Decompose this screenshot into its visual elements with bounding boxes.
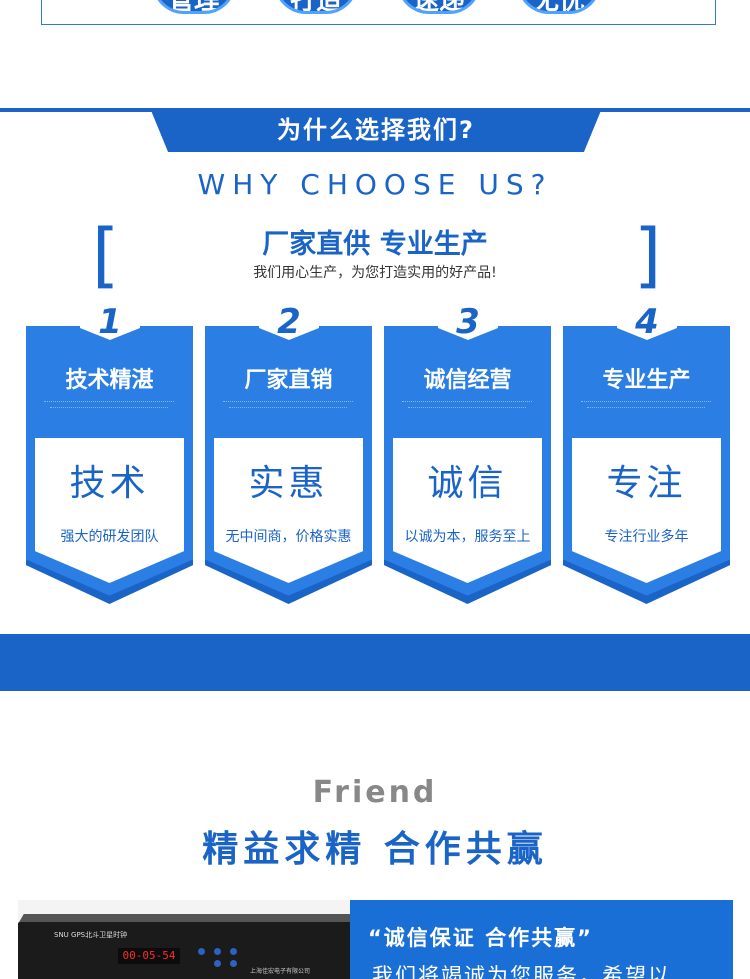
feature-card-4: 专业生产 专注 专注行业多年 [563, 326, 730, 604]
card-fine-text [402, 401, 532, 403]
card-white-panel: 诚信 以诚为本，服务至上 [393, 438, 542, 583]
card-keyword: 诚信 [427, 463, 508, 504]
card-description: 以诚为本，服务至上 [404, 529, 531, 545]
feature-pill-2: 打造 [274, 0, 358, 14]
why-title-ribbon: 为什么选择我们? [150, 108, 602, 152]
device-maker-text: 上海佳宏电子有限公司 [250, 968, 311, 975]
card-fine-text [587, 407, 705, 409]
card-keyword: 实惠 [248, 463, 329, 504]
why-title-english: WHY CHOOSE US? [197, 168, 553, 201]
feature-pill-3: 速递 [397, 0, 481, 14]
card-title: 技术精湛 [65, 368, 154, 393]
quote-title: “诚信保证 合作共赢” [368, 926, 593, 950]
card-fine-text [44, 401, 174, 403]
blue-divider-band [0, 634, 750, 691]
device-button-icon [198, 948, 205, 955]
feature-card-3: 诚信经营 诚信 以诚为本，服务至上 [384, 326, 551, 604]
card-title: 专业生产 [602, 368, 691, 393]
card-fine-text [229, 407, 347, 409]
device-button-icon [230, 960, 237, 967]
feature-pill-label: 无忧 [533, 0, 585, 11]
quote-text: 我们将竭诚为您服务，希望以 [372, 964, 671, 979]
slogan-subtext: 我们用心生产，为您打造实用的好产品! [253, 265, 497, 281]
rack-device: SNU GPS北斗卫星时钟 00-05-54 上海佳宏电子有限公司 [18, 922, 352, 979]
feature-pill-label: 打造 [290, 0, 342, 11]
top-feature-frame: 管理 打造 速递 无忧 [41, 0, 716, 25]
card-fine-text [50, 407, 168, 409]
feature-card-1: 技术精湛 技术 强大的研发团队 [26, 326, 193, 604]
friend-title-english: Friend [312, 775, 438, 810]
quote-panel: “诚信保证 合作共赢” 我们将竭诚为您服务，希望以 [350, 900, 733, 979]
card-white-panel: 技术 强大的研发团队 [35, 438, 184, 583]
card-title: 厂家直销 [244, 368, 333, 393]
device-button-icon [214, 960, 221, 967]
left-bracket: [ [92, 214, 120, 296]
card-fine-text [408, 407, 526, 409]
card-fine-text [223, 401, 353, 403]
card-keyword: 技术 [69, 463, 150, 504]
card-white-panel: 实惠 无中间商，价格实惠 [214, 438, 363, 583]
card-description: 专注行业多年 [604, 529, 689, 545]
feature-card-2: 厂家直销 实惠 无中间商，价格实惠 [205, 326, 372, 604]
feature-pill-label: 速递 [413, 0, 465, 11]
card-keyword: 专注 [606, 463, 687, 504]
card-title: 诚信经营 [423, 368, 512, 393]
product-image: SNU GPS北斗卫星时钟 00-05-54 上海佳宏电子有限公司 [18, 900, 352, 979]
device-led-display: 00-05-54 [118, 948, 180, 964]
right-bracket: ] [634, 214, 662, 296]
card-fine-text [581, 401, 711, 403]
device-button-icon [214, 948, 221, 955]
device-button-icon [230, 948, 237, 955]
card-description: 无中间商，价格实惠 [225, 529, 352, 545]
card-description: 强大的研发团队 [60, 529, 159, 545]
device-label: SNU GPS北斗卫星时钟 [54, 931, 128, 939]
feature-pill-1: 管理 [152, 0, 236, 14]
card-white-panel: 专注 专注行业多年 [572, 438, 721, 583]
feature-pill-label: 管理 [168, 0, 220, 11]
friend-title-chinese: 精益求精 合作共赢 [202, 829, 548, 870]
feature-pill-4: 无忧 [517, 0, 601, 14]
slogan-heading: 厂家直供 专业生产 [262, 229, 488, 260]
